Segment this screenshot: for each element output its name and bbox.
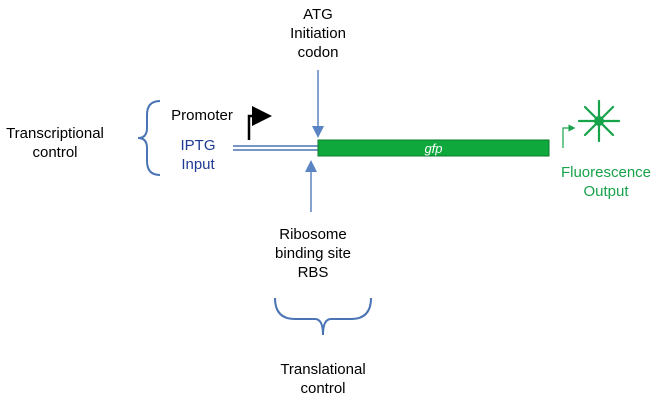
gfp-gene-box xyxy=(317,139,550,157)
output-bent-arrow xyxy=(562,124,576,148)
starburst-icon xyxy=(577,99,621,143)
atg-codon-label: ATG Initiation codon xyxy=(290,6,346,61)
transcriptional-control-label: Transcriptional control xyxy=(6,125,104,161)
translational-bracket xyxy=(274,297,372,336)
translational-control-label: Translational control xyxy=(280,361,366,397)
transcriptional-bracket xyxy=(137,100,161,176)
promoter-label: Promoter xyxy=(171,107,233,124)
fluorescence-output-label: Fluorescence Output xyxy=(560,164,652,200)
promoter-bent-arrow xyxy=(247,106,272,140)
rbs-label: Ribosome binding site RBS xyxy=(275,226,351,281)
iptg-input-label: IPTG Input xyxy=(180,137,216,173)
gfp-gene-label: gfp xyxy=(424,141,443,156)
